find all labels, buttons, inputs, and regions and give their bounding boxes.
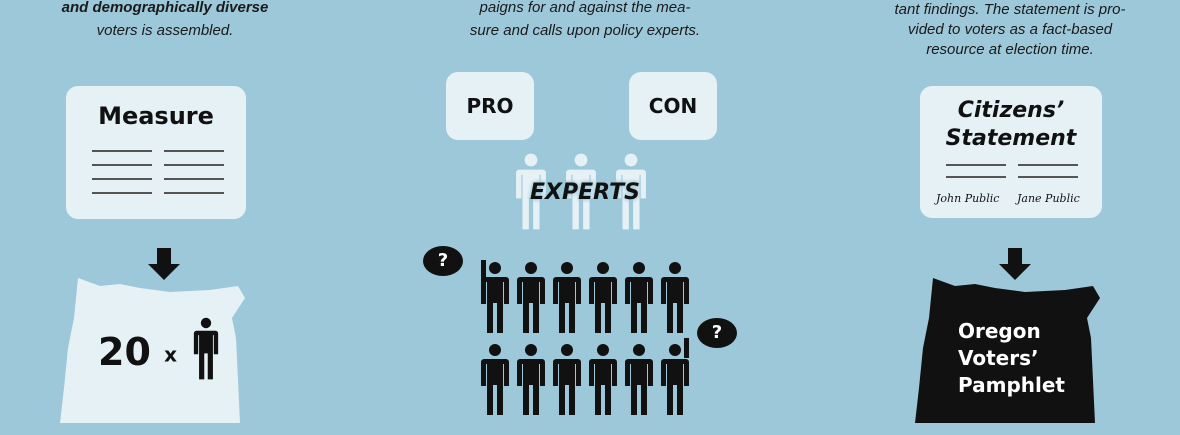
text-line	[164, 178, 224, 180]
caption-right: tant findings. The statement is pro- vid…	[850, 0, 1170, 60]
text-line	[164, 164, 224, 166]
pamphlet-line1: Oregon	[958, 319, 1041, 343]
pamphlet-label: Oregon Voters’ Pamphlet	[958, 318, 1065, 399]
citizens-statement-card: Citizens’ Statement John Public Jane Pub…	[920, 86, 1102, 218]
statement-title-line2: Statement	[945, 126, 1077, 151]
caption-left-line1: and demographically diverse	[61, 0, 269, 16]
pamphlet-line3: Pamphlet	[958, 373, 1065, 397]
caption-middle-line1: paigns for and against the mea-	[479, 0, 691, 16]
caption-middle-line2: sure and calls upon policy experts.	[469, 22, 701, 39]
text-line	[92, 150, 152, 152]
panel-count: 20 x	[98, 330, 177, 374]
person-icon	[193, 316, 219, 382]
text-line	[946, 164, 1006, 166]
text-line	[1018, 176, 1078, 178]
question-bubble-icon: ?	[697, 318, 737, 348]
pro-label: PRO	[466, 94, 514, 118]
voter-crowd	[480, 260, 690, 420]
signature-jane: Jane Public	[1017, 192, 1080, 205]
text-line	[1018, 164, 1078, 166]
measure-title: Measure	[98, 102, 214, 130]
statement-title-line1: Citizens’	[957, 98, 1065, 123]
text-line	[92, 178, 152, 180]
caption-left-line2: voters is assembled.	[96, 22, 234, 39]
text-line	[92, 192, 152, 194]
panel-count-times: x	[164, 342, 178, 367]
arrow-down-icon	[148, 248, 180, 280]
text-line	[164, 192, 224, 194]
measure-card: Measure	[66, 86, 246, 219]
con-label: CON	[648, 94, 698, 118]
experts-label: EXPERTS	[530, 180, 640, 205]
pro-card: PRO	[446, 72, 534, 140]
text-line	[946, 176, 1006, 178]
panel-count-number: 20	[98, 330, 151, 374]
text-line	[164, 150, 224, 152]
caption-right-line1: tant findings. The statement is pro-	[894, 1, 1126, 18]
caption-middle: paigns for and against the mea- sure and…	[420, 0, 750, 42]
con-card: CON	[629, 72, 717, 140]
pamphlet-line2: Voters’	[958, 346, 1039, 370]
signature-john: John Public	[936, 192, 1000, 205]
arrow-down-icon	[999, 248, 1031, 280]
caption-left: and demographically diverse voters is as…	[20, 0, 310, 42]
text-line	[92, 164, 152, 166]
voter-crowd-graphic	[481, 260, 689, 415]
question-bubble-icon: ?	[423, 246, 463, 276]
caption-right-line3: resource at election time.	[926, 41, 1094, 58]
caption-right-line2: vided to voters as a fact-based	[907, 21, 1113, 38]
